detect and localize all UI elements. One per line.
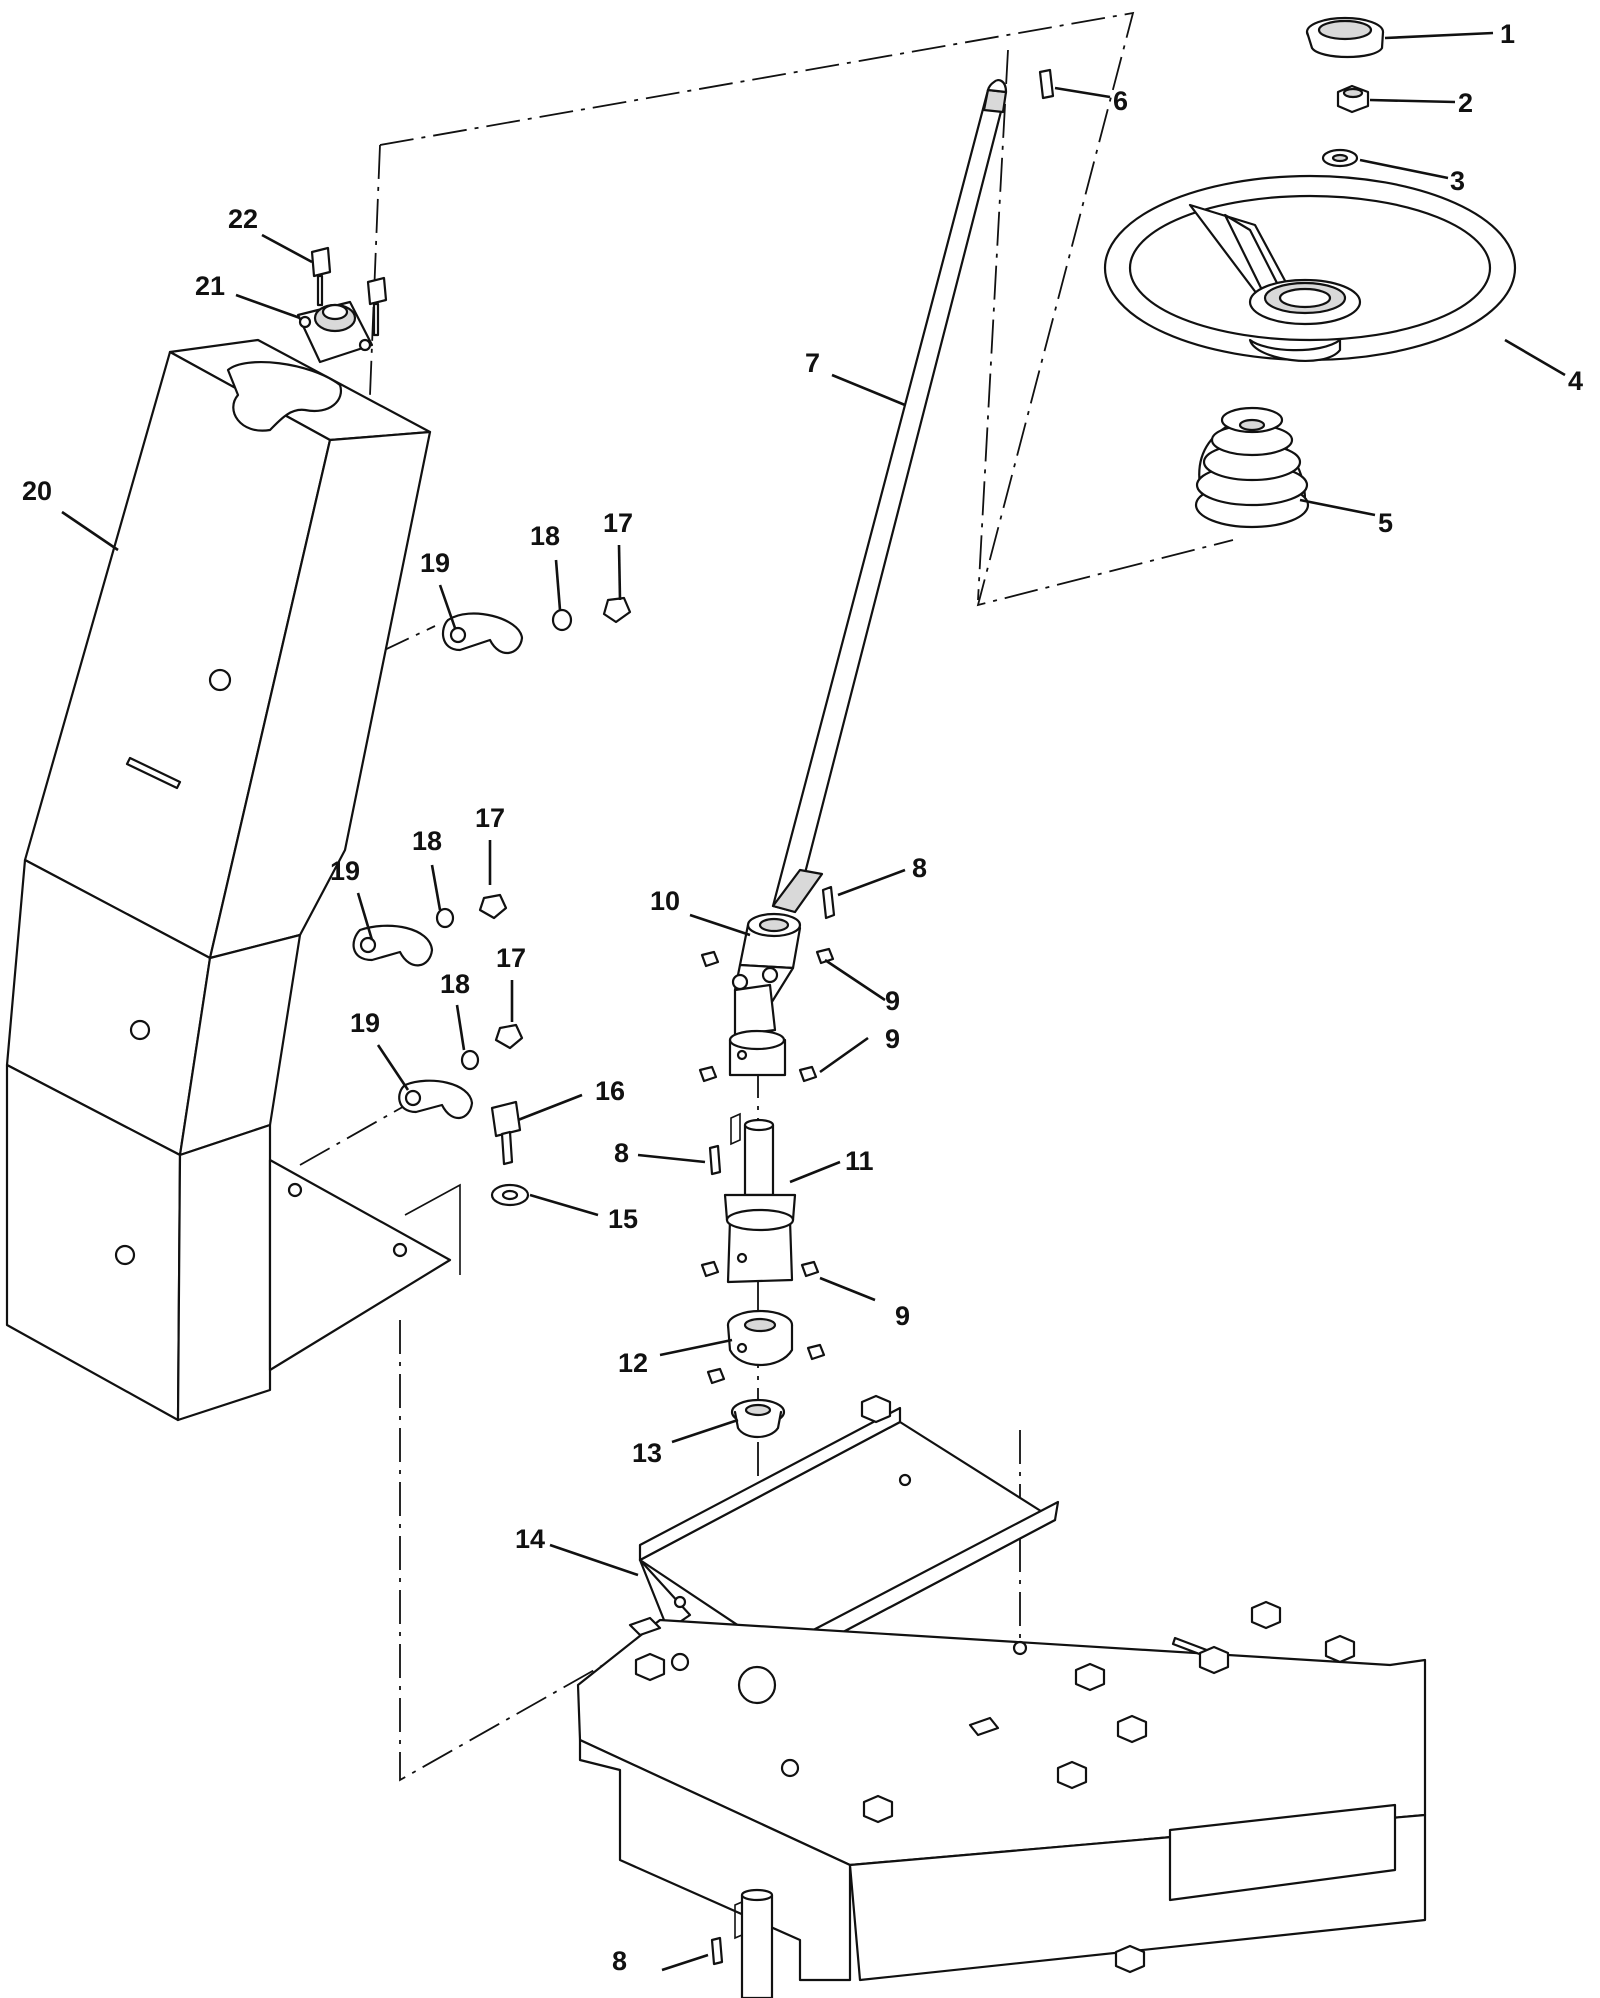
shaft-key-top [1038, 68, 1055, 100]
steering-wheel [1103, 174, 1517, 362]
callout-8-middle: 8 [614, 1138, 629, 1168]
callout-20: 20 [22, 476, 52, 506]
bearing-flange [296, 300, 374, 364]
callout-17-lower: 17 [496, 943, 526, 973]
callout-16: 16 [595, 1076, 625, 1106]
hub-cover [1305, 16, 1385, 59]
callout-1: 1 [1500, 19, 1515, 49]
leader-lines [61, 31, 1566, 1972]
clamp-middle [352, 893, 508, 967]
hub-washer [1321, 148, 1359, 168]
callout-12: 12 [618, 1348, 648, 1378]
callout-13: 13 [632, 1438, 662, 1468]
callout-17-upper: 17 [603, 508, 633, 538]
callout-22: 22 [228, 204, 258, 234]
callout-14: 14 [515, 1524, 545, 1554]
steering-shaft [771, 79, 1008, 914]
flange-bolts [310, 246, 388, 337]
callout-21: 21 [195, 271, 225, 301]
clamp-upper [441, 596, 632, 654]
set-screws-lower [700, 1260, 826, 1385]
spring-boot [1194, 406, 1310, 529]
shaft-key-lower [708, 1112, 741, 1176]
bushing [730, 1398, 786, 1439]
shaft-key-joint [821, 885, 836, 920]
callout-2: 2 [1458, 88, 1473, 118]
callout-19-upper: 19 [420, 548, 450, 578]
callout-15: 15 [608, 1204, 638, 1234]
collar [726, 1309, 794, 1367]
clamp-lower [398, 1023, 524, 1119]
callout-4: 4 [1568, 366, 1583, 396]
callout-18-middle: 18 [412, 826, 442, 856]
callout-8-lower: 8 [612, 1946, 627, 1976]
callout-17-middle: 17 [475, 803, 505, 833]
callout-9-b: 9 [885, 1024, 900, 1054]
bolt [490, 1100, 522, 1166]
callout-7: 7 [805, 348, 820, 378]
callout-10: 10 [650, 886, 680, 916]
chassis-nuts [634, 1394, 1356, 1974]
column-cover [5, 338, 432, 1422]
steering-post [710, 1888, 774, 1998]
callout-11: 11 [845, 1146, 874, 1176]
callout-9-a: 9 [885, 986, 900, 1016]
callout-numbers: 1 2 3 4 5 6 7 8 8 8 9 9 9 10 11 12 13 14… [22, 19, 1583, 1976]
hub-nut [1336, 84, 1370, 114]
callout-19-lower: 19 [350, 1008, 380, 1038]
universal-joint [728, 912, 802, 1077]
callout-18-upper: 18 [530, 521, 560, 551]
callout-5: 5 [1378, 508, 1393, 538]
callout-18-lower: 18 [440, 969, 470, 999]
callout-8-upper: 8 [912, 853, 927, 883]
chassis-frame [576, 1616, 1427, 1982]
washer [490, 1183, 530, 1207]
callout-6: 6 [1113, 86, 1128, 116]
callout-9-c: 9 [895, 1301, 910, 1331]
callout-3: 3 [1450, 166, 1465, 196]
set-screws-upper [698, 947, 835, 1083]
callout-19-middle: 19 [330, 856, 360, 886]
lower-shaft [723, 1118, 797, 1284]
mounting-plate [268, 1158, 461, 1372]
